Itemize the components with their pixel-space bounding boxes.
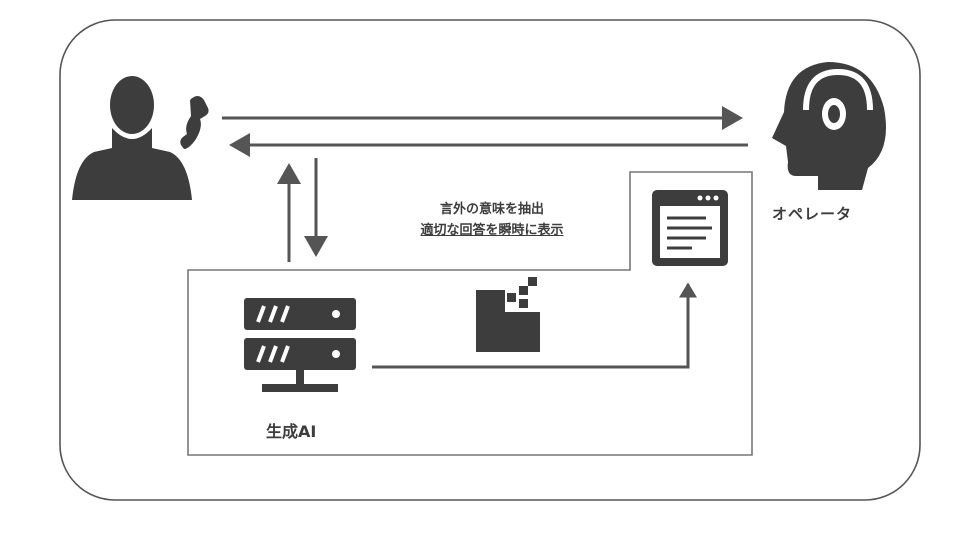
customer-with-phone-icon [72,76,209,200]
ai-system-boundary [187,171,753,456]
caption-line-1: 言外の意味を抽出 [439,202,544,217]
process-caption: 言外の意味を抽出 適切な回答を瞬時に表示 [382,199,602,241]
data-blocks-icon [476,277,540,352]
outer-frame [59,19,921,501]
browser-window-icon [652,190,728,266]
server-icon [244,298,356,392]
caption-line-2: 適切な回答を瞬時に表示 [420,223,564,238]
operator-label: オペレータ [772,205,853,223]
operator-headset-icon [772,62,886,190]
arrow-ai-to-screen [372,282,697,369]
ai-label: 生成AI [266,422,317,441]
